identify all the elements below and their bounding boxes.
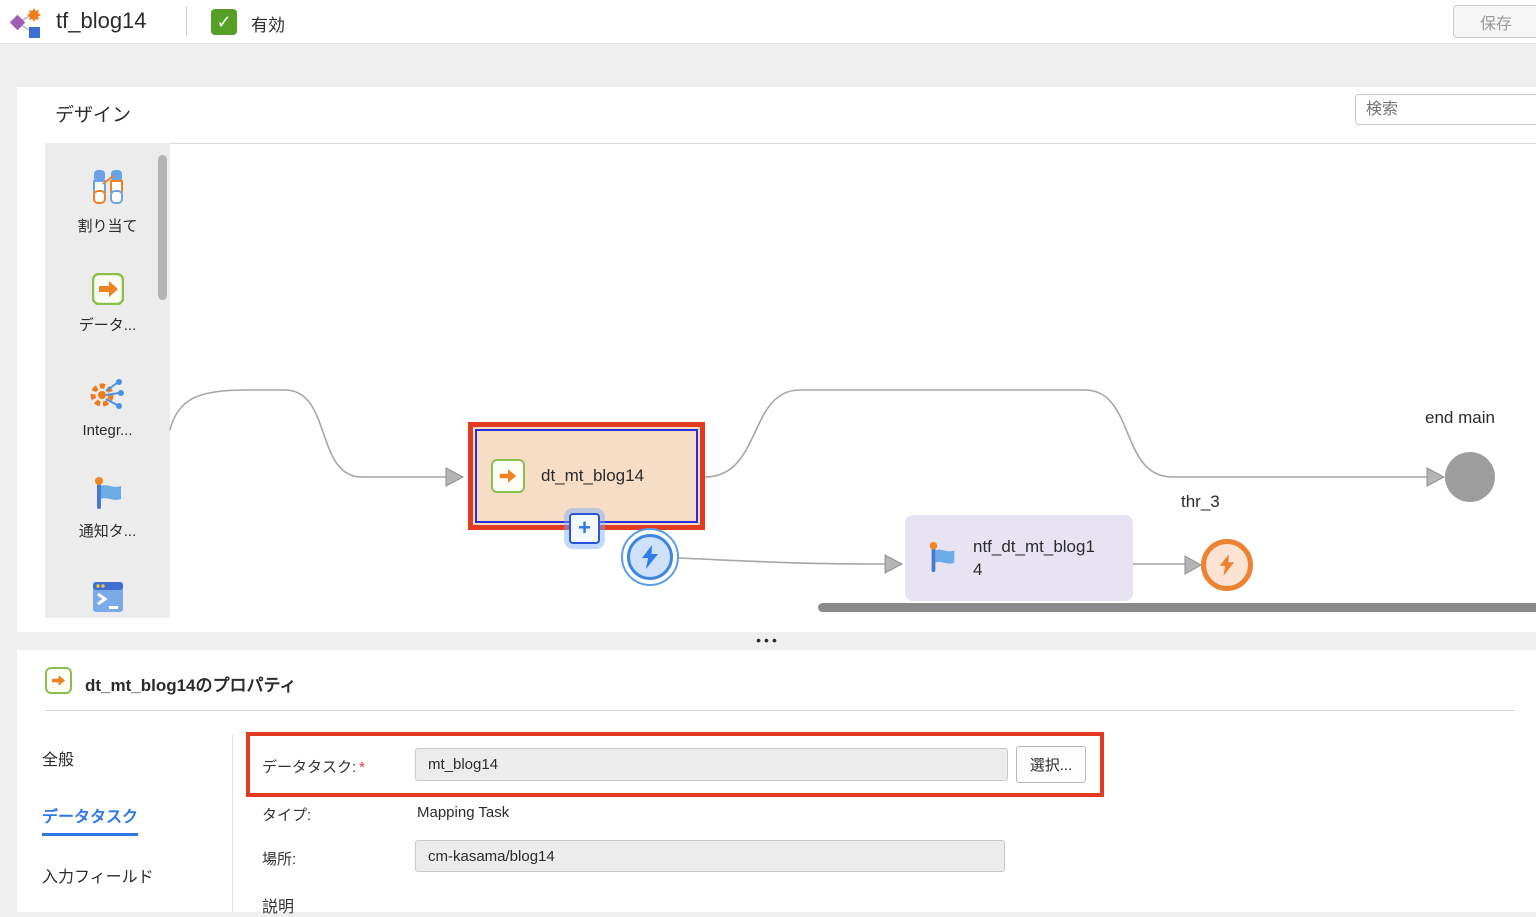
end-node-label: end main [1425,408,1495,427]
properties-divider [45,710,1515,711]
palette-item-integration[interactable]: Integr... [45,375,170,439]
data-task-node-body: dt_mt_blog14 [475,429,698,523]
type-field-label: タイプ: [262,807,312,824]
data-task-node-label: dt_mt_blog14 [541,466,645,485]
enabled-label: 有効 [251,16,285,35]
palette-item-assignment[interactable]: 割り当て [45,168,170,236]
properties-title: dt_mt_blog14のプロパティ [85,676,297,695]
data-task-input[interactable] [415,748,1008,781]
lightning-bolt-icon [627,534,673,580]
step-palette: 割り当て データ... Integr... [45,143,170,618]
tab-general[interactable]: 全般 [42,752,75,769]
notification-icon [929,541,955,573]
lightning-bolt-icon [1219,554,1235,576]
tabs-divider [232,735,233,912]
taskflow-icon [10,8,41,38]
header-divider [186,6,187,36]
palette-item-data-task[interactable]: データ... [45,273,170,335]
palette-item-notification[interactable]: 通知タ... [45,477,170,541]
palette-item-label: 通知タ... [78,523,137,540]
palette-item-label: Integr... [82,422,133,439]
throw-node-label: thr_3 [1181,492,1220,511]
canvas-horizontal-scrollbar[interactable] [818,603,1536,612]
command-task-icon [92,582,123,612]
required-asterisk: * [359,759,366,776]
save-button[interactable]: 保存 [1453,5,1536,38]
error-event-circle[interactable] [621,528,679,586]
search-input[interactable] [1355,94,1536,125]
palette-item-label: データ... [78,317,137,334]
tab-input-fields[interactable]: 入力フィールド [42,869,154,886]
data-task-icon [45,667,72,694]
data-task-icon [491,459,525,493]
location-field-label: 場所: [262,851,297,868]
page-header: tf_blog14 ✓ 有効 保存 [0,0,1536,44]
integration-icon [90,379,124,409]
add-step-button[interactable]: + [569,513,600,544]
design-panel-title: デザイン [55,105,132,126]
description-field-label: 説明 [262,899,295,916]
panel-splitter[interactable]: ••• [0,632,1536,650]
select-button[interactable]: 選択... [1016,746,1086,783]
properties-panel: dt_mt_blog14のプロパティ 全般 データタスク 入力フィールド データ… [17,650,1536,916]
splitter-handle-icon: ••• [756,632,780,648]
data-task-node[interactable]: dt_mt_blog14 [468,422,705,530]
tab-data-task[interactable]: データタスク [42,803,139,836]
type-field-value: Mapping Task [417,804,510,821]
palette-item-command-task[interactable] [45,580,170,623]
design-panel: デザイン 割り当て データ... [17,87,1536,632]
palette-scrollbar[interactable] [158,155,167,300]
enabled-checkbox[interactable]: ✓ [211,9,237,35]
taskflow-title: tf_blog14 [56,8,147,33]
plus-icon: + [578,515,591,540]
location-input[interactable] [415,840,1005,872]
throw-node[interactable] [1201,539,1253,591]
end-node[interactable] [1445,452,1495,502]
palette-item-label: 割り当て [77,218,138,235]
data-task-icon [91,273,124,305]
data-task-field-label: データタスク:* [262,759,366,776]
notification-task-node[interactable]: ntf_dt_mt_blog1 4 [905,515,1133,601]
design-toolbar-divider [45,143,1536,144]
assignment-icon [92,170,123,204]
check-icon: ✓ [216,12,232,32]
notification-icon [94,477,121,509]
notification-task-node-label: ntf_dt_mt_blog1 4 [973,537,1095,579]
